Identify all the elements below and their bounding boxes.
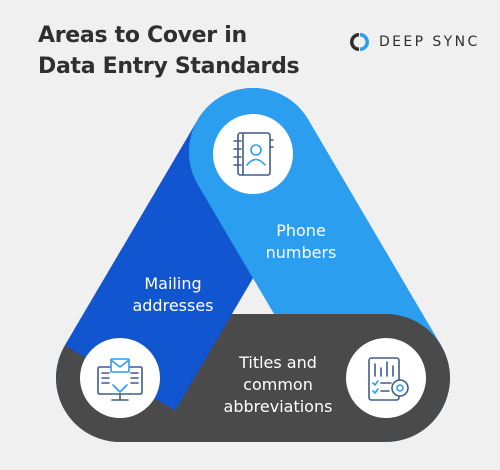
label-line: Mailing bbox=[144, 274, 202, 293]
segment-mailing-overlap bbox=[64, 119, 309, 411]
title-line-1: Areas to Cover in bbox=[38, 23, 247, 48]
computer-mail-icon bbox=[97, 358, 143, 401]
label-line: Phone bbox=[276, 221, 326, 240]
label-line: common bbox=[243, 375, 313, 394]
segment-label-titles: Titles and common abbreviations bbox=[213, 352, 343, 418]
label-line: abbreviations bbox=[223, 397, 333, 416]
segment-label-phone: Phone numbers bbox=[251, 220, 351, 264]
title-line-2: Data Entry Standards bbox=[38, 54, 300, 79]
titles-icon-circle bbox=[346, 338, 426, 418]
contact-book-icon bbox=[233, 132, 274, 176]
label-line: Titles and bbox=[239, 353, 317, 372]
checklist-chart-icon bbox=[368, 357, 409, 401]
deep-sync-logo-icon bbox=[350, 33, 369, 51]
brand-logo: DEEP SYNC bbox=[347, 30, 480, 54]
segment-label-mailing: Mailing addresses bbox=[118, 273, 228, 317]
label-line: numbers bbox=[265, 243, 337, 262]
mailing-icon-circle bbox=[80, 338, 160, 418]
label-line: addresses bbox=[132, 296, 214, 315]
page-title: Areas to Cover in Data Entry Standards bbox=[38, 20, 300, 82]
brand-name: DEEP SYNC bbox=[379, 34, 480, 50]
